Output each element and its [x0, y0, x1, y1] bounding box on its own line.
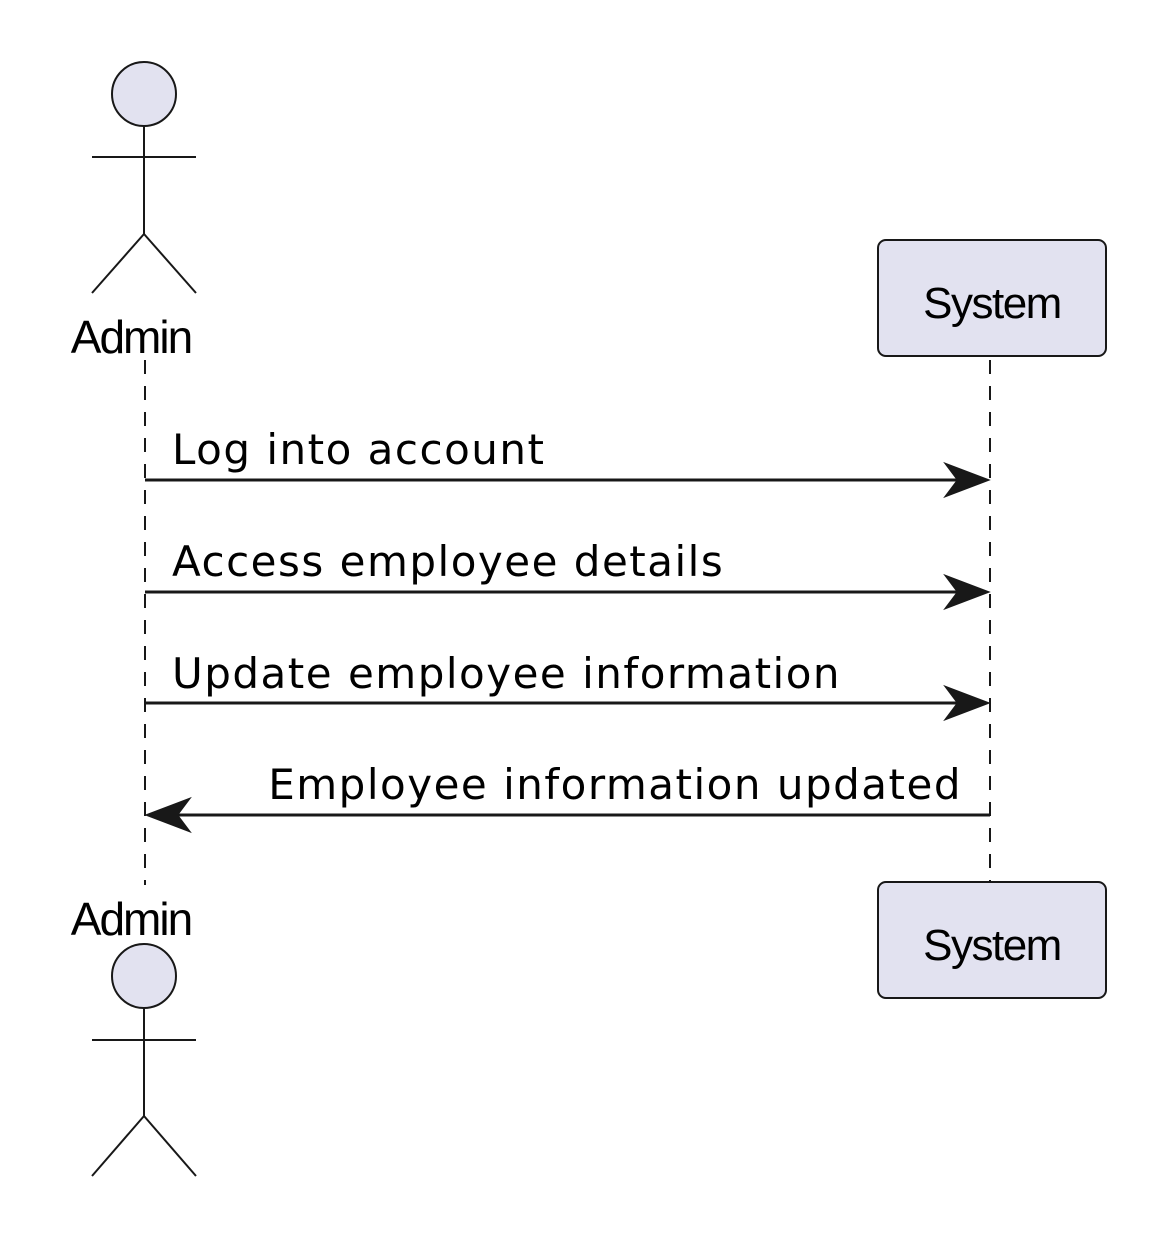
actor-head-icon	[111, 943, 177, 1009]
actor-left-leg-icon	[91, 233, 145, 294]
message-label: Update employee information	[172, 649, 841, 698]
system-label-top: System	[923, 279, 1061, 328]
message-access-employee-details: Access employee details	[145, 537, 991, 611]
actor-right-leg-icon	[143, 233, 197, 294]
system-participant-top: System	[877, 239, 1107, 357]
message-label: Employee information updated	[268, 760, 962, 809]
admin-actor-top: Admin	[71, 61, 197, 363]
message-label: Log into account	[172, 425, 546, 474]
admin-label-top: Admin	[71, 311, 191, 363]
system-participant-bottom: System	[877, 881, 1107, 999]
participant-box	[877, 881, 1107, 999]
system-label-bottom: System	[923, 921, 1061, 970]
arrow-right-icon	[943, 684, 991, 722]
actor-head-icon	[111, 61, 177, 127]
actor-right-leg-icon	[143, 1115, 197, 1177]
arrow-right-icon	[943, 573, 991, 611]
participant-box	[877, 239, 1107, 357]
actor-left-leg-icon	[91, 1115, 145, 1177]
message-update-employee-information: Update employee information	[145, 649, 991, 722]
arrow-left-icon	[144, 796, 192, 834]
admin-actor-bottom: Admin	[71, 893, 197, 1177]
admin-label-bottom: Admin	[71, 893, 191, 945]
message-log-into-account: Log into account	[145, 425, 991, 499]
message-employee-information-updated: Employee information updated	[144, 760, 990, 834]
message-label: Access employee details	[172, 537, 724, 586]
arrow-right-icon	[943, 461, 991, 499]
